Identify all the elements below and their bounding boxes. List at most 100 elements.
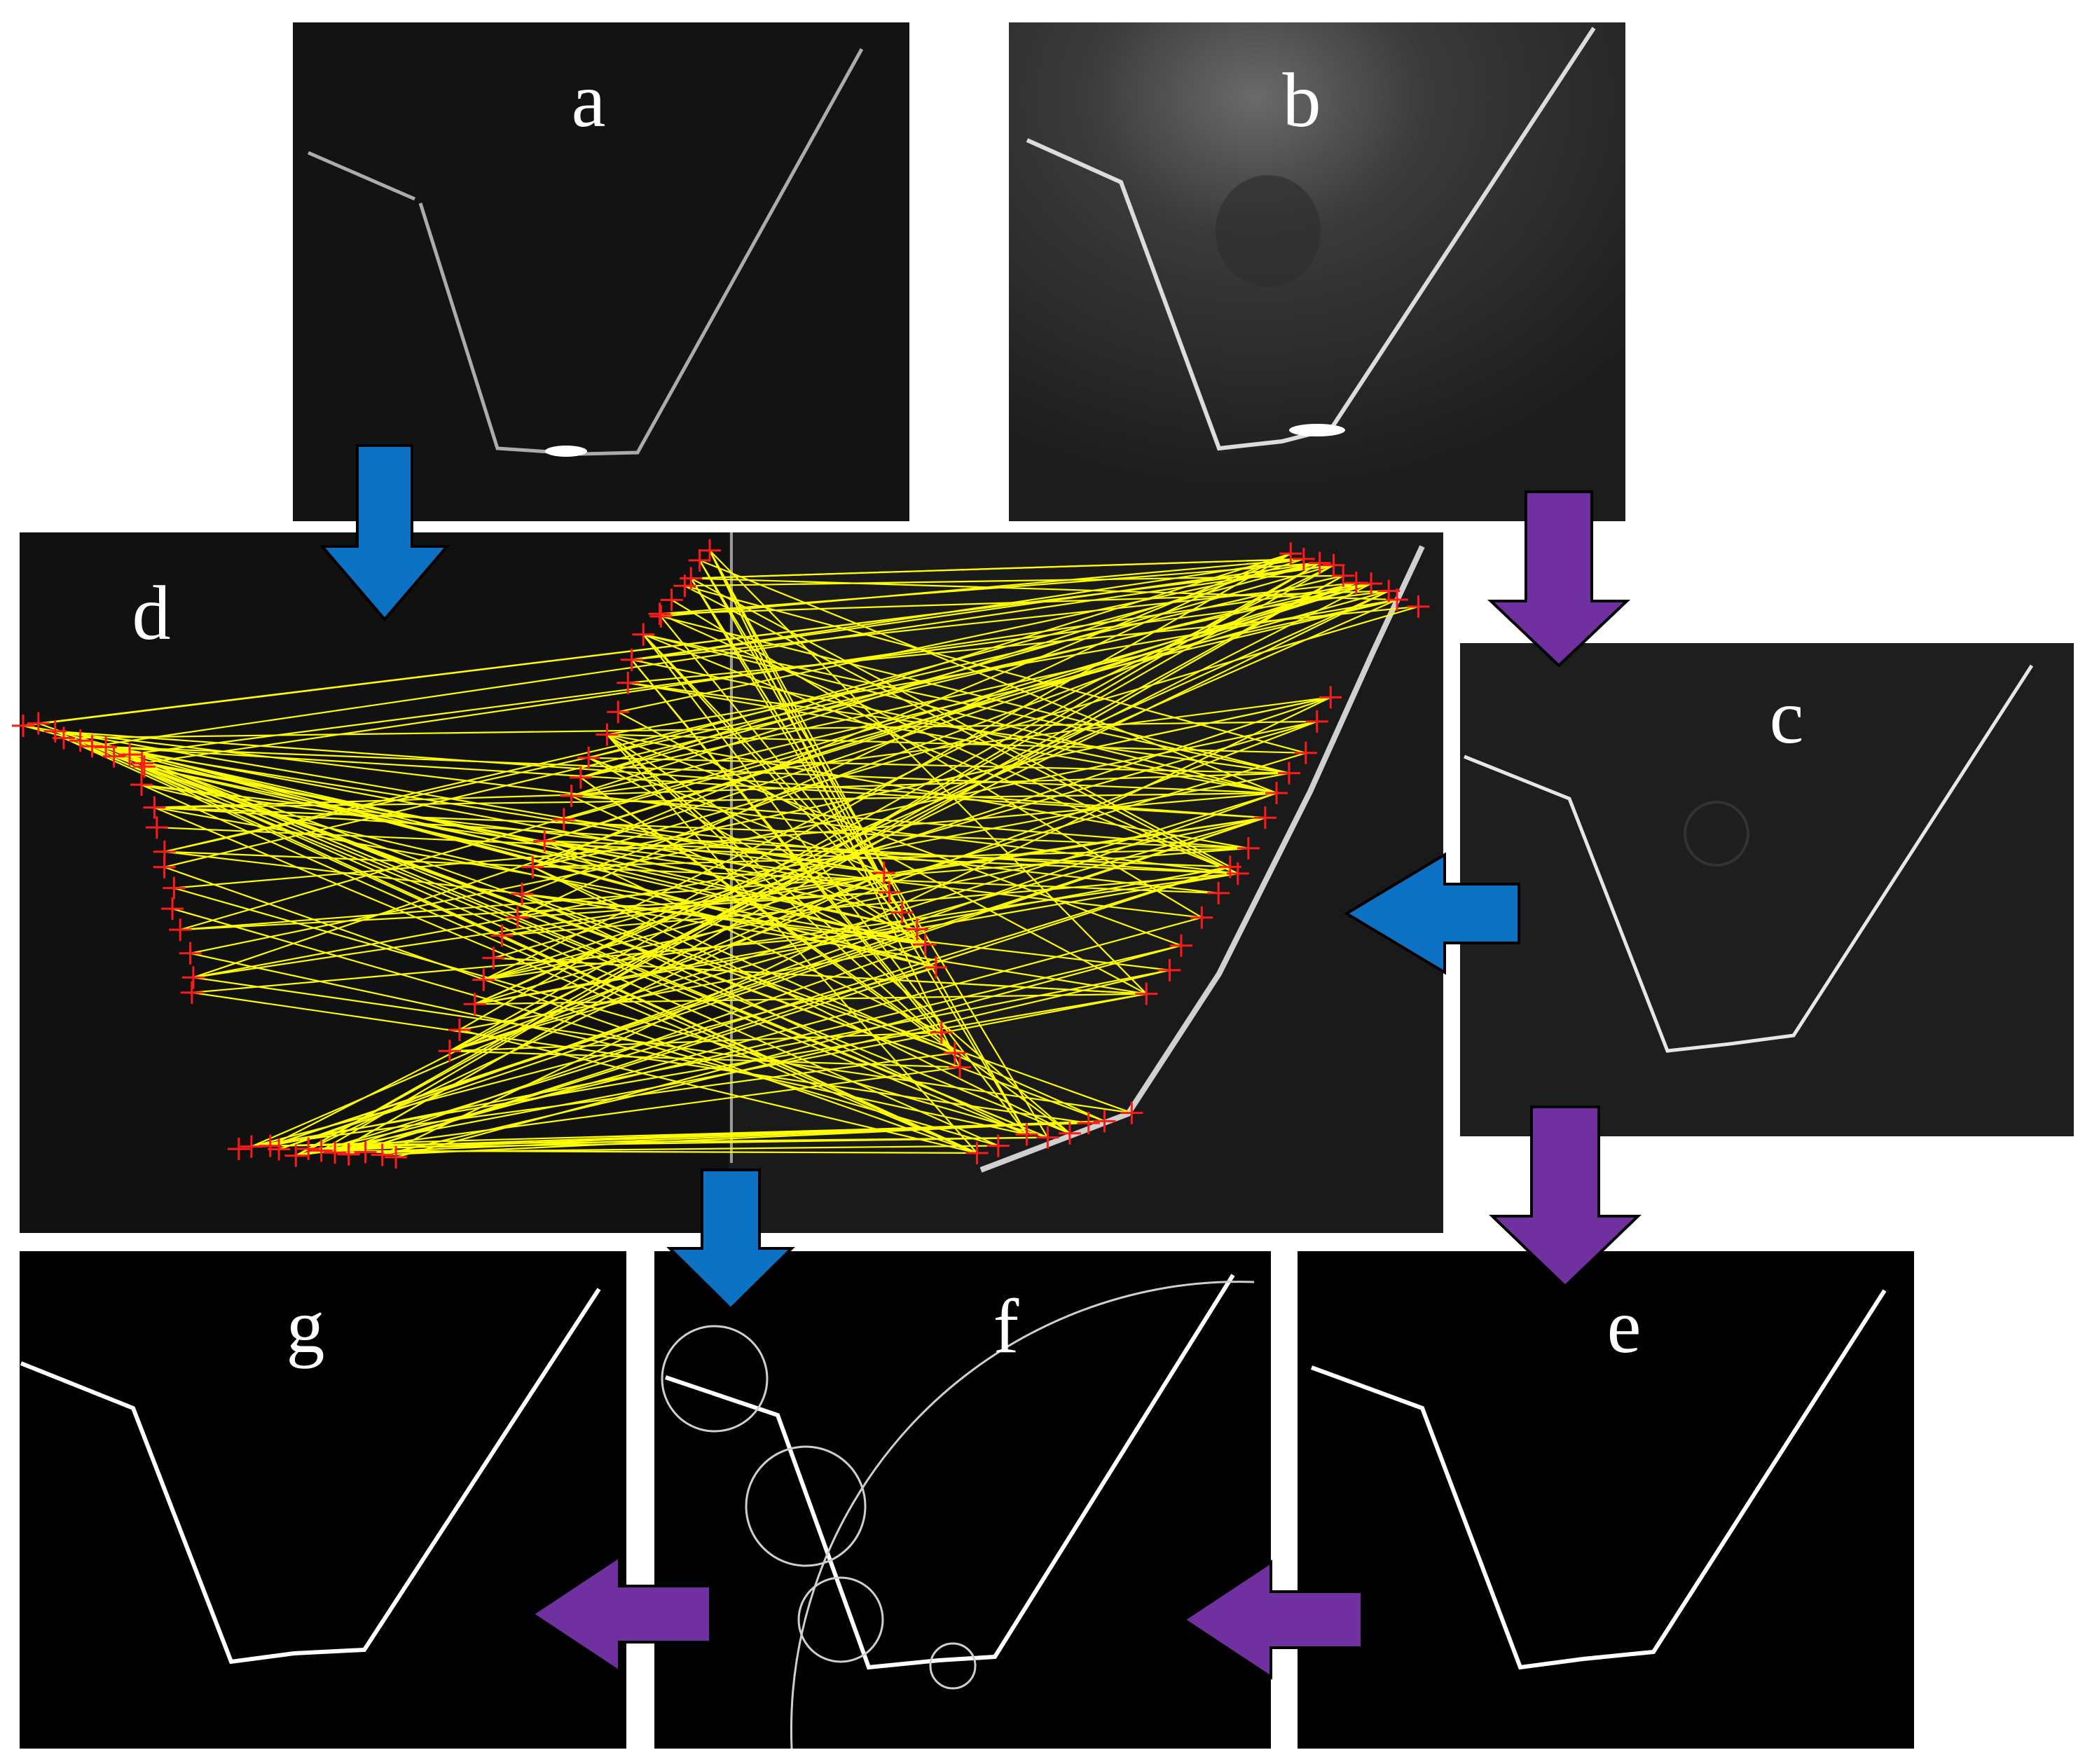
keypoint-marker xyxy=(1093,1110,1116,1133)
match-line xyxy=(334,916,1202,1154)
keypoint-marker xyxy=(12,714,35,737)
match-line xyxy=(63,737,1027,1136)
keypoint-marker xyxy=(102,745,125,768)
match-line xyxy=(459,1028,977,1154)
match-line xyxy=(521,893,925,946)
match-line xyxy=(588,757,885,874)
match-line xyxy=(544,840,942,1033)
match-line xyxy=(493,957,1147,995)
keypoint-marker xyxy=(965,1141,989,1164)
keypoint-marker xyxy=(930,1021,953,1044)
match-line xyxy=(172,908,999,1147)
keypoint-marker xyxy=(607,701,630,724)
keypoint-marker xyxy=(180,981,203,1004)
match-line xyxy=(690,577,903,914)
keypoint-marker xyxy=(324,1141,347,1164)
keypoint-marker xyxy=(948,1056,971,1079)
match-line xyxy=(92,745,1277,794)
keypoint-marker xyxy=(490,924,514,947)
keypoint-marker xyxy=(1169,934,1192,957)
keypoint-marker xyxy=(482,946,505,970)
keypoint-marker xyxy=(1237,836,1260,860)
keypoint-marker xyxy=(163,876,186,900)
keypoint-marker xyxy=(1253,806,1277,829)
match-line xyxy=(661,615,1290,774)
match-line xyxy=(382,969,1170,1156)
keypoint-marker xyxy=(1292,547,1315,570)
keypoint-marker xyxy=(1120,1101,1143,1124)
keypoint-marker xyxy=(52,726,75,750)
keypoint-marker xyxy=(385,1145,408,1169)
panel-label-e: e xyxy=(1607,1283,1642,1369)
keypoint-marker xyxy=(1360,572,1383,595)
match-line xyxy=(55,730,1238,875)
keypoint-marker xyxy=(905,918,928,941)
match-line xyxy=(563,590,1389,820)
keypoint-marker xyxy=(240,1135,263,1158)
keypoint-marker xyxy=(268,1138,291,1161)
panel-label-b: b xyxy=(1283,57,1321,143)
keypoint-marker xyxy=(943,1042,966,1064)
keypoint-marker xyxy=(259,1134,282,1157)
keypoint-marker xyxy=(1226,862,1249,885)
keypoint-marker xyxy=(688,549,711,572)
keypoint-marker xyxy=(577,746,600,769)
match-line xyxy=(164,866,977,1154)
keypoint-marker xyxy=(660,588,683,612)
match-line xyxy=(180,891,890,931)
keypoint-marker xyxy=(463,993,486,1016)
match-line xyxy=(251,1052,955,1148)
match-line xyxy=(588,562,1320,759)
keypoint-marker xyxy=(632,623,655,646)
match-line xyxy=(449,562,1321,1052)
match-line xyxy=(699,560,1028,1135)
match-line xyxy=(474,993,1147,1005)
panel-label-g: g xyxy=(287,1283,325,1369)
keypoint-marker xyxy=(552,808,575,831)
match-line xyxy=(270,817,1266,1147)
keypoint-marker xyxy=(914,933,937,956)
keypoint-marker xyxy=(1386,588,1409,612)
purple-down-arrow xyxy=(1487,490,1631,668)
match-line xyxy=(544,582,1372,842)
match-line xyxy=(55,730,978,1154)
panel-e: e xyxy=(1298,1251,1914,1749)
keypoint-marker xyxy=(1077,1112,1100,1135)
match-line xyxy=(449,817,1266,1052)
keypoint-marker xyxy=(924,956,947,979)
match-line xyxy=(92,745,1048,1138)
keypoint-marker xyxy=(1279,542,1302,565)
match-line xyxy=(308,564,1335,1150)
match-line xyxy=(278,792,1277,1150)
keypoint-marker xyxy=(699,539,722,562)
match-line xyxy=(449,590,1389,1052)
match-line xyxy=(449,1050,961,1068)
keypoint-match-lines xyxy=(22,550,1419,1158)
match-line xyxy=(690,577,1231,868)
panel-g: g xyxy=(20,1251,626,1749)
match-line xyxy=(483,871,885,981)
keypoint-marker xyxy=(161,897,184,921)
keypoint-marker xyxy=(596,723,619,746)
keypoint-marker xyxy=(533,829,556,853)
match-line xyxy=(631,659,1277,794)
match-line xyxy=(617,711,1147,995)
keypoint-marker xyxy=(1158,958,1181,981)
match-line xyxy=(699,559,1277,794)
keypoint-marker xyxy=(620,648,643,671)
purple-down-arrow xyxy=(1489,1105,1642,1288)
panel-c: c xyxy=(1460,643,2074,1136)
match-line xyxy=(141,784,977,1154)
keypoint-marker xyxy=(438,1040,461,1063)
match-line xyxy=(382,696,1331,1156)
keypoint-marker xyxy=(617,671,640,694)
keypoint-marker xyxy=(1308,551,1331,574)
match-line xyxy=(154,806,925,946)
match-line xyxy=(164,850,1219,895)
keypoint-marker xyxy=(1322,553,1345,577)
keypoint-marker xyxy=(1015,1123,1038,1146)
keypoint-marker xyxy=(1135,982,1158,1005)
keypoint-marker xyxy=(878,881,901,904)
match-line xyxy=(571,696,1331,797)
